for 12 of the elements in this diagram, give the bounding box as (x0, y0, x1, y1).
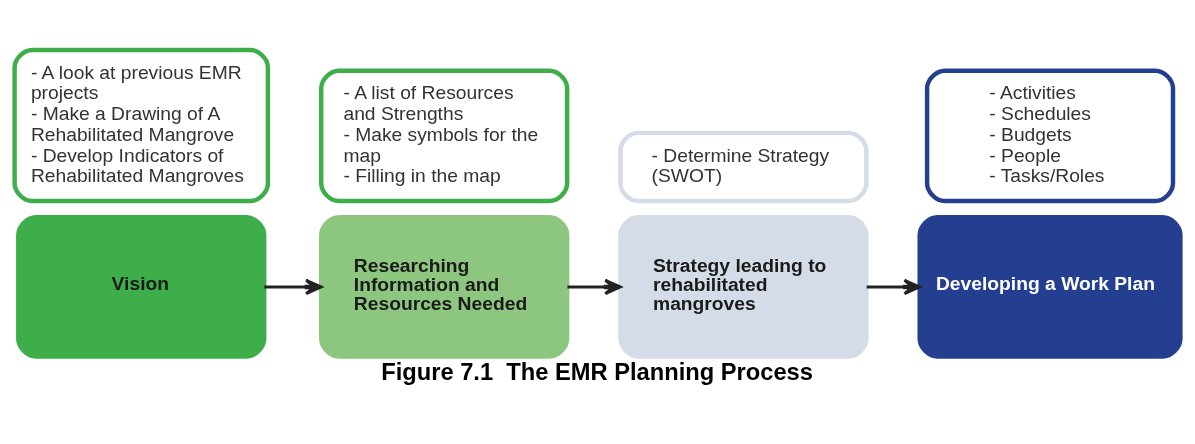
node-box: Vision (16, 214, 267, 359)
arrow (866, 278, 921, 295)
node-box: Researching Information and Resources Needed (319, 214, 570, 359)
node-box: Developing a Work Plan (917, 214, 1183, 359)
node-box: - Activities - Schedules - Budgets - People - Tasks/Roles (924, 67, 1176, 203)
node-box: - A look at previous EMR projects - Make a Drawing of A Rehabilitated Mangrove - Develop Indicators of Rehabilitated Mangroves (12, 47, 271, 203)
arrow (264, 278, 323, 295)
caption: Figure 7.1 The EMR Planning Process (381, 358, 813, 385)
node-box: - A list of Resources and Strengths - Make symbols for the map - Filling in the map (319, 67, 570, 203)
node-box: - Determine Strategy (SWOT) (618, 130, 869, 203)
arrow (567, 278, 622, 295)
node-box: Strategy leading to rehabilitated mangroves (618, 214, 869, 359)
